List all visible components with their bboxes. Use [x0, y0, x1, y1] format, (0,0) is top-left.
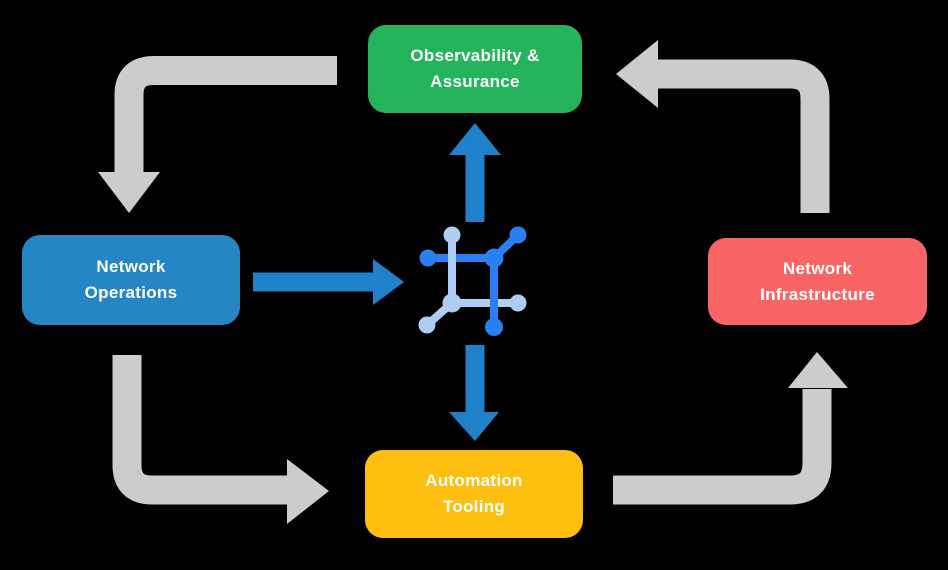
arrow-operations-to-center — [253, 259, 404, 305]
arrow-operations-to-automation — [112, 355, 329, 524]
node-network-infrastructure: Network Infrastructure — [708, 238, 927, 325]
icon-light-bottom-edge — [418, 293, 527, 334]
node-observability-label: Observability & Assurance — [410, 46, 540, 91]
node-network-operations: Network Operations — [22, 235, 240, 325]
arrow-center-to-automation — [449, 345, 499, 441]
node-automation-tooling: Automation Tooling — [365, 450, 583, 538]
node-automation-label: Automation Tooling — [425, 471, 523, 516]
arrow-center-to-observability — [449, 123, 501, 222]
arrow-automation-to-infrastructure — [613, 352, 848, 505]
arrow-observability-to-operations — [98, 56, 337, 213]
node-observability-assurance: Observability & Assurance — [368, 25, 582, 113]
node-infrastructure-label: Network Infrastructure — [760, 258, 875, 304]
node-operations-label: Network Operations — [84, 257, 178, 302]
icon-dark-top-edge — [419, 249, 494, 267]
network-fabric-icon — [418, 226, 527, 336]
arrow-infrastructure-to-observability — [616, 40, 830, 213]
icon-light-left-edge — [443, 226, 461, 303]
icon-dark-right-edge — [484, 226, 527, 336]
